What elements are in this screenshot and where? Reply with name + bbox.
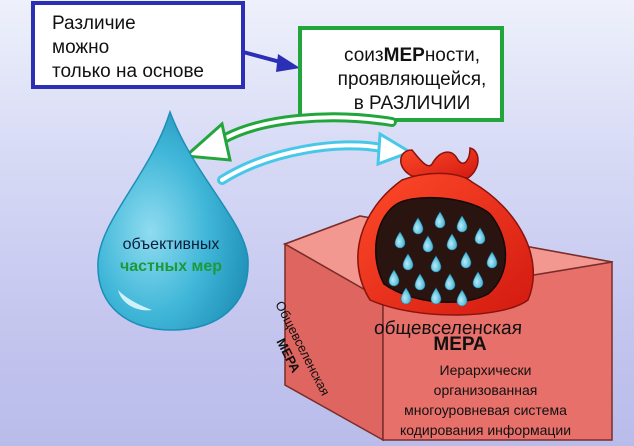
drop-label-line1: объективных — [122, 236, 220, 253]
drop-label-line2: частных мер — [119, 258, 223, 275]
box-front-line1: Иерархически — [439, 362, 532, 378]
blue-arrow — [242, 50, 300, 72]
mid-box-line3: в РАЗЛИЧИИ — [353, 93, 471, 114]
water-drop-icon — [97, 109, 249, 331]
top-box-line3: только на основе — [52, 61, 204, 82]
red-bag-icon — [357, 147, 535, 316]
mid-box-line1-bold: МЕР — [383, 45, 425, 66]
green-arrow — [182, 112, 397, 162]
box-top-line2: МЕРА — [433, 334, 487, 355]
mid-box-line1: соизМЕРности, — [318, 44, 506, 68]
box-front-line3: многоуровневая система — [404, 402, 567, 418]
bag-droplets — [388, 211, 498, 307]
mid-box-line1-post: ности, — [424, 45, 480, 66]
box-front-line2: организованная — [433, 382, 538, 398]
mid-box-line2: проявляющейся, — [337, 69, 487, 90]
top-box-line2: можно — [52, 37, 110, 58]
box-front-line4: кодирования информации — [399, 422, 572, 438]
drop-highlight — [118, 290, 152, 311]
cyan-arrow — [217, 131, 414, 185]
mid-box-line1-pre: соиз — [344, 45, 384, 66]
mid-box-text: соизМЕРности, проявляющейся, в РАЗЛИЧИИ — [318, 44, 506, 116]
mid-text-box — [298, 26, 504, 122]
drop-label: объективных частных мер — [96, 234, 246, 278]
top-text-box — [31, 1, 245, 89]
top-box-line1: Различие — [52, 13, 136, 34]
box-front-text: Иерархически организованная многоуровнев… — [383, 360, 588, 440]
top-box-text: Различие можно только на основе — [52, 12, 242, 84]
